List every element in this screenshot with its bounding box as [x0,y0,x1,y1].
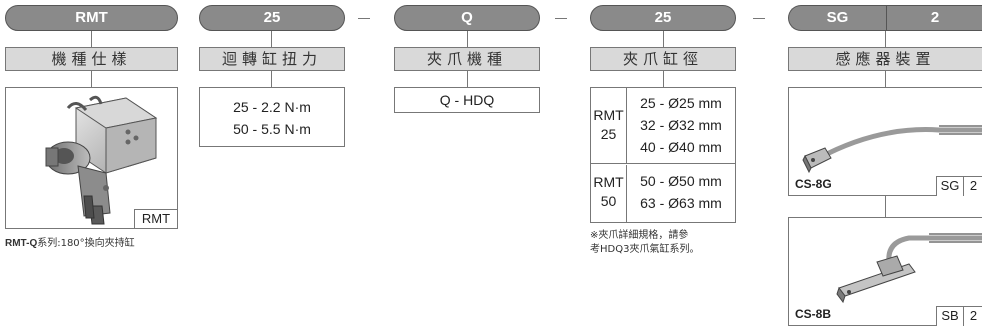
sensor-code-pill: SG 2 [788,5,982,31]
torque-values-box: 25 - 2.2 N·m 50 - 5.5 N·m [199,87,345,147]
jaw-bore-header: 夾爪缸徑 [590,47,736,71]
bore-group-label-line: 25 [600,126,617,142]
note-line: ※夾爪詳細規格，請參 [590,230,689,241]
connector-line [663,71,664,87]
bore-value: 40 - Ø40 mm [640,139,722,155]
connector-line [885,71,886,87]
jaw-bore-table: RMT 25 25 - Ø25 mm 32 - Ø32 mm 40 - Ø40 … [590,87,736,223]
torque-code-pill: 25 [199,5,345,31]
jaw-model-code-pill: Q [394,5,540,31]
connector-line [271,31,272,47]
connector-line [91,71,92,87]
bore-group-values: 25 - Ø25 mm 32 - Ø32 mm 40 - Ø40 mm [627,92,735,158]
connector-line [467,71,468,87]
bore-value: 32 - Ø32 mm [640,117,722,133]
sensor-tag-a: SG [936,176,964,196]
sensor-item-cs8g: CS-8G SG 2 [788,87,982,196]
separator-dash [358,18,370,19]
sensor-header: 感應器裝置 [788,47,982,71]
sensor-name: CS-8G [795,177,832,191]
separator-dash [753,18,765,19]
torque-value: 25 - 2.2 N·m [233,99,311,115]
connector-line [91,31,92,47]
jaw-bore-note: ※夾爪詳細規格，請參 考HDQ3夾爪氣缸系列。 [590,229,750,257]
torque-header: 迴轉缸扭力 [199,47,345,71]
pill-divider [886,6,887,30]
bore-group-label: RMT 25 [591,88,627,164]
sensor-name: CS-8B [795,307,832,321]
separator-dash [555,18,567,19]
cs-8g-sensor-image [802,125,982,174]
bore-group-1: RMT 25 25 - Ø25 mm 32 - Ø32 mm 40 - Ø40 … [591,88,735,164]
rotary-gripper-image [45,95,158,225]
caption-rest: 系列:180°換向夾持缸 [37,238,135,249]
connector-line [271,71,272,87]
bore-group-label: RMT 50 [591,165,627,222]
sensor-tag-b: 2 [963,306,982,326]
jaw-model-values-box: Q - HDQ [394,87,540,113]
connector-line [885,196,886,217]
sensor-code-b: 2 [930,9,940,26]
model-header: 機種仕樣 [5,47,178,71]
torque-value: 50 - 5.5 N·m [233,121,311,137]
product-image-box [5,87,178,229]
bore-value: 50 - Ø50 mm [640,173,722,189]
note-line: 考HDQ3夾爪氣缸系列。 [590,244,700,255]
connector-line [663,31,664,47]
sensor-tag-b: 2 [963,176,982,196]
bore-value: 63 - Ø63 mm [640,195,722,211]
sensor-code-a: SG [826,9,849,26]
caption-bold: RMT-Q [5,238,38,249]
jaw-model-value: Q - HDQ [439,92,495,108]
bore-group-values: 50 - Ø50 mm 63 - Ø63 mm [627,170,735,214]
cs-8b-sensor-image [836,233,982,304]
image-tag-rmt: RMT [134,209,178,229]
model-caption: RMT-Q系列:180°換向夾持缸 [5,237,205,251]
bore-group-label-line: RMT [593,107,624,123]
connector-line [885,31,886,47]
bore-group-2: RMT 50 50 - Ø50 mm 63 - Ø63 mm [591,165,735,222]
bore-value: 25 - Ø25 mm [640,95,722,111]
bore-group-label-line: 50 [600,193,617,209]
sensor-item-cs8b: CS-8B SB 2 [788,217,982,326]
sensor-tag-a: SB [936,306,964,326]
jaw-bore-code-pill: 25 [590,5,736,31]
bore-group-label-line: RMT [593,174,624,190]
connector-line [467,31,468,47]
model-code-pill: RMT [5,5,178,31]
jaw-model-header: 夾爪機種 [394,47,540,71]
